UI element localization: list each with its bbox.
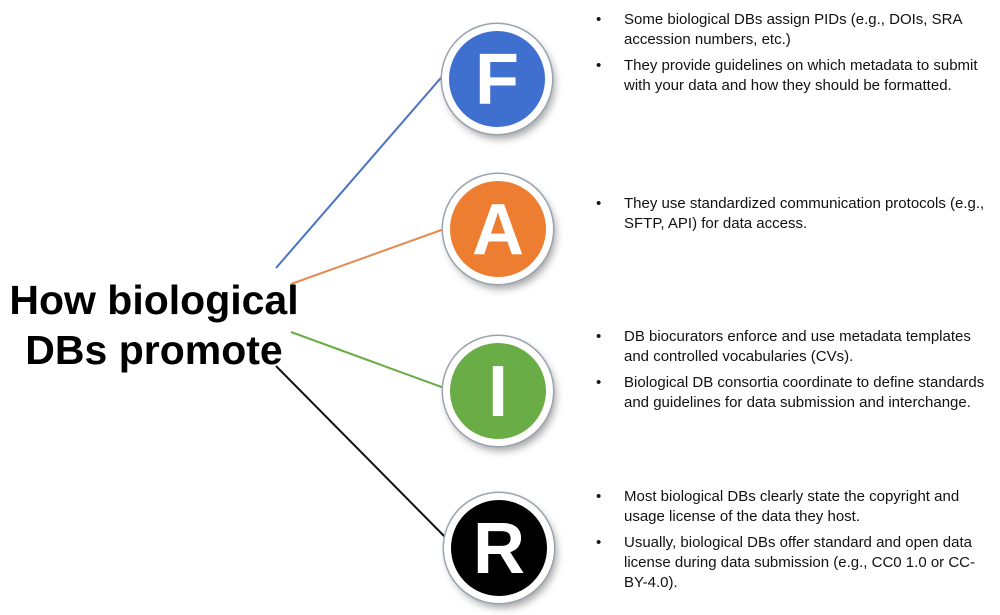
diagram-title: How biological DBs promote [4,275,304,375]
circle-i: I [443,336,553,446]
bullet-item: • They provide guidelines on which metad… [594,56,994,96]
bullet-list-f: • Some biological DBs assign PIDs (e.g.,… [594,10,994,102]
letter-i: I [487,352,508,432]
bullet-list-a: • They use standardized communication pr… [594,194,994,240]
circle-a: A [443,174,553,284]
bullet-glyph: • [596,534,602,551]
bullet-glyph: • [596,328,602,345]
bullet-list-i: • DB biocurators enforce and use metadat… [594,327,994,419]
bullet-glyph: • [596,488,602,505]
connector-line-i [290,331,448,390]
bullet-text: Biological DB consortia coordinate to de… [624,374,985,411]
bullet-glyph: • [596,57,602,74]
bullet-item: • Most biological DBs clearly state the … [594,487,994,527]
bullet-item: • DB biocurators enforce and use metadat… [594,327,994,367]
title-line-2: DBs promote [25,327,283,373]
bullet-list-r: • Most biological DBs clearly state the … [594,487,994,599]
bullet-text: They use standardized communication prot… [624,195,985,232]
bullet-item: • Usually, biological DBs offer standard… [594,533,994,593]
bullet-item: • Some biological DBs assign PIDs (e.g.,… [594,10,994,50]
bullet-glyph: • [596,11,602,28]
circle-r: R [444,493,554,603]
connector-line-a [290,227,448,285]
bullet-item: • Biological DB consortia coordinate to … [594,373,994,413]
bullet-glyph: • [596,195,602,212]
bullet-text: They provide guidelines on which metadat… [624,57,978,94]
bullet-item: • They use standardized communication pr… [594,194,994,234]
letter-a: A [472,190,524,270]
bullet-text: Usually, biological DBs offer standard a… [624,534,975,591]
connector-line-r [275,365,449,541]
circle-f: F [442,24,552,134]
bullet-glyph: • [596,374,602,391]
bullet-text: DB biocurators enforce and use metadata … [624,328,971,365]
letter-r: R [473,509,525,589]
letter-f: F [475,40,519,120]
title-line-1: How biological [9,277,299,323]
bullet-text: Most biological DBs clearly state the co… [624,488,960,525]
bullet-text: Some biological DBs assign PIDs (e.g., D… [624,11,962,48]
connector-line-f [275,71,447,269]
